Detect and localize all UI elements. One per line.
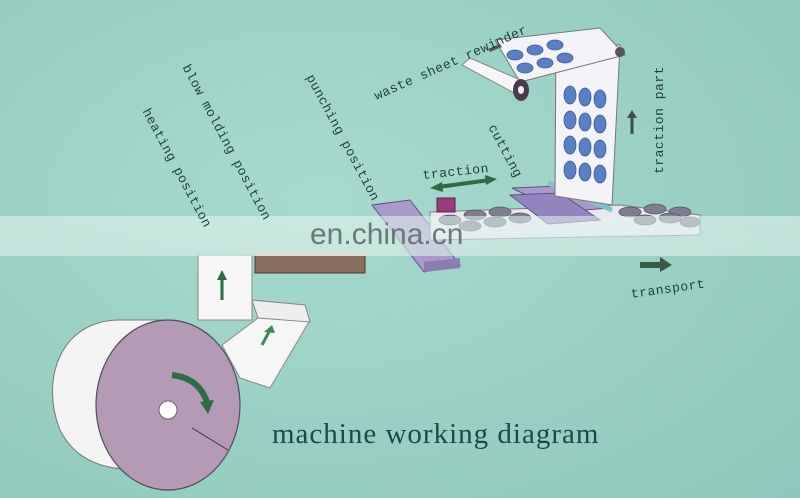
transport-arrow-icon xyxy=(640,257,672,272)
traction-arrow-icon xyxy=(430,175,497,192)
watermark-text: en.china.cn xyxy=(310,218,464,251)
diagram-title: machine working diagram xyxy=(272,418,600,450)
sheet-feed xyxy=(197,250,366,389)
watermark-band xyxy=(0,216,800,256)
label-traction-part: traction part xyxy=(652,66,667,174)
waste-rewinder-assembly xyxy=(461,27,637,206)
material-roll xyxy=(52,319,241,491)
